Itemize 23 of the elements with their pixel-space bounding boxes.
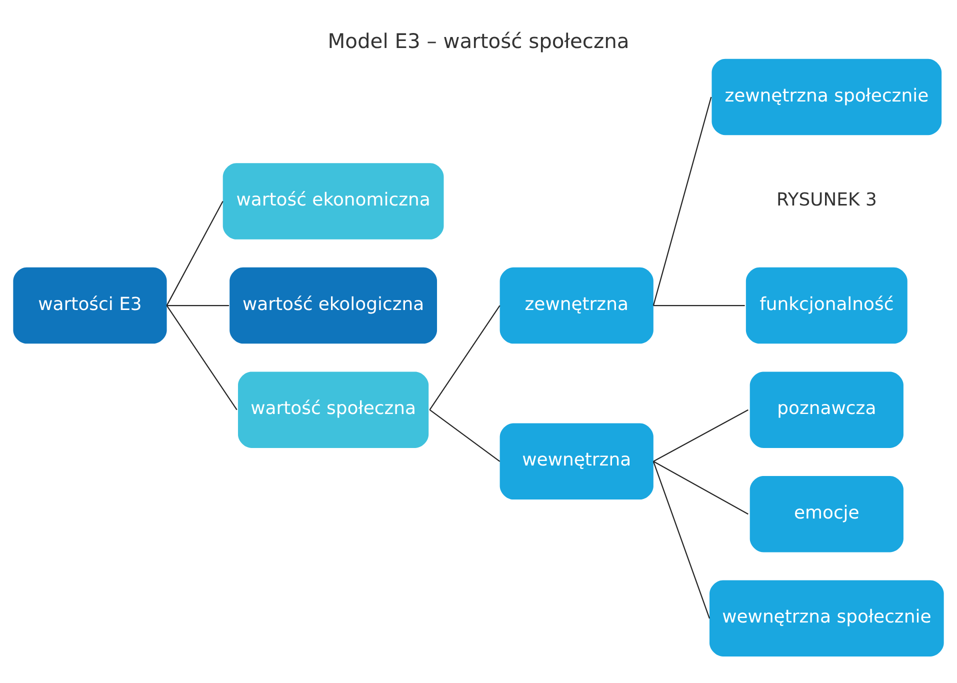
node-box: funkcjonalność [746,266,908,344]
node-box: wartości E3 [13,266,167,344]
connector [652,460,710,618]
connector [653,304,745,306]
node-box: emocje [750,476,904,552]
node-box: zewnętrzna [500,266,654,344]
node-box: wewnętrzna [500,422,654,500]
node-box: wartość społeczna [238,371,429,448]
connector [653,408,748,462]
diagram-title: Model E3 – wartość społeczna [328,28,630,53]
connector [429,408,500,462]
node-box: wewnętrzna społecznie [709,580,944,656]
node-box: wartość ekonomiczna [222,162,444,239]
node-box: zewnętrzna społecznie [712,58,942,135]
connector [166,200,224,306]
connector [429,304,500,410]
connector [653,460,748,514]
connector [652,96,712,306]
node-box: poznawcza [750,371,904,448]
connector [166,304,230,306]
node-box: wartość ekologiczna [230,266,438,344]
connector [166,304,238,410]
label: RYSUNEK 3 [776,189,877,210]
